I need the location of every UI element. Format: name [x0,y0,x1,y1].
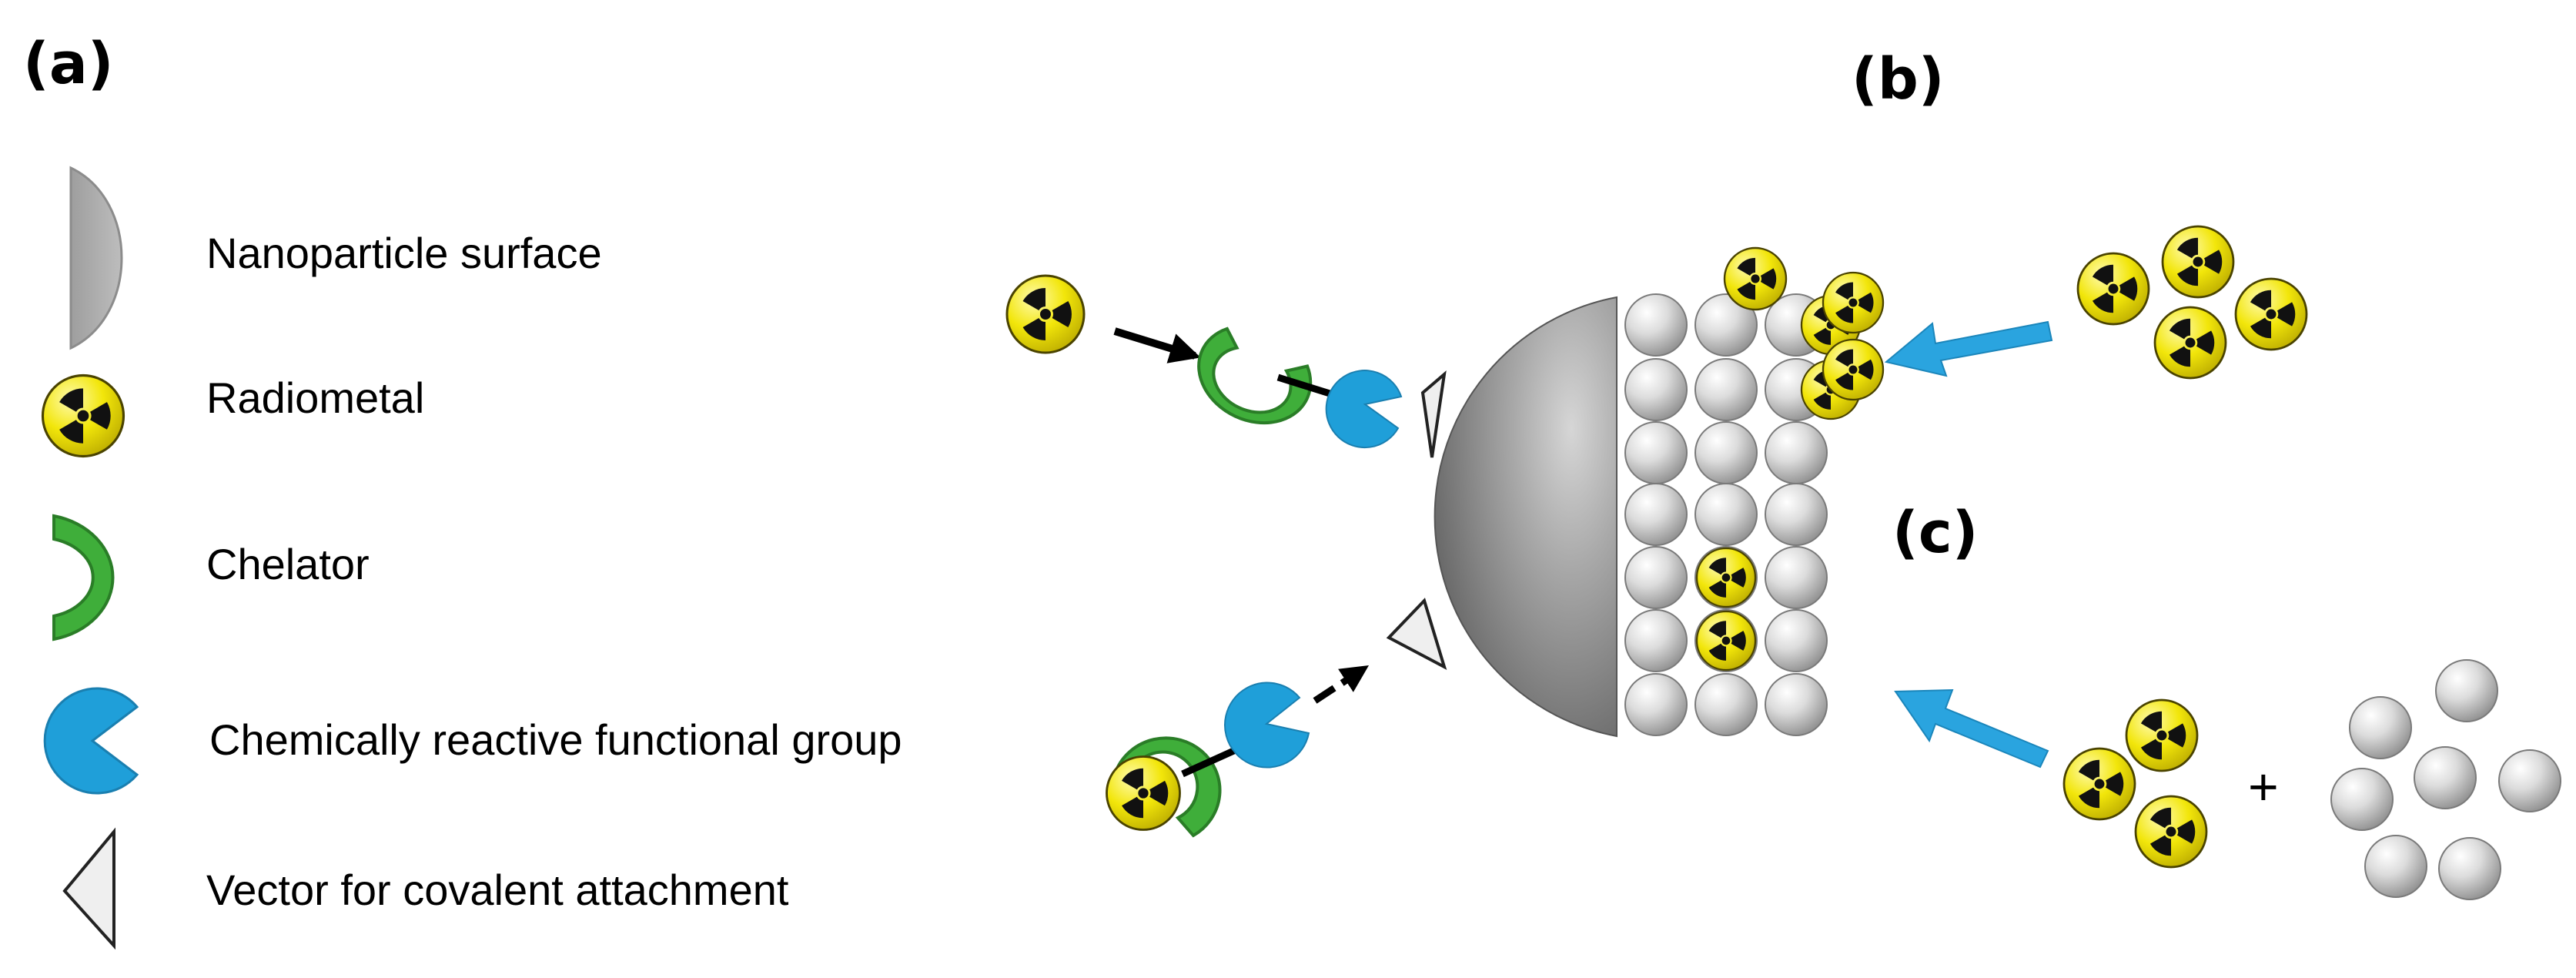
panel-c-group: + [1894,659,2561,900]
nanoparticle-surface-icon [69,166,123,350]
legend-label-vector: Vector for covalent attachment [206,866,789,914]
nanoparticle-hemisphere [1434,296,1618,738]
horseshoe-icon [52,514,115,641]
lattice-sphere [1624,293,1688,357]
sphere [2438,837,2501,900]
radiation-trefoil-icon [2125,698,2199,772]
arrow-to-chelator [1113,327,1201,363]
legend-label-functional-group: Chemically reactive functional group [209,715,902,764]
blue-arrow-b [1884,320,2053,377]
panel-label-a: (a) [23,31,114,97]
lattice-sphere [1694,358,1758,421]
lattice-sphere [1765,609,1828,672]
arrow-to-vector [1313,665,1370,704]
lattice-sphere [1694,421,1758,484]
legend-item-vector: Vector for covalent attachment [62,827,789,950]
lattice-sphere [1624,358,1688,421]
legend-label-radiometal: Radiometal [206,373,424,422]
lattice-sphere [1694,293,1758,357]
blue-arrow-c [1894,688,2049,769]
radiation-trefoil-icon [2134,795,2208,869]
sphere [2414,746,2477,809]
lattice-sphere [1624,421,1688,484]
nanoparticle-lattice [1624,293,1862,736]
lattice-sphere [1694,673,1758,736]
sphere [2349,696,2412,759]
triangle-icon [62,827,115,950]
sphere [2330,768,2394,831]
horseshoe-icon [1114,736,1222,838]
lattice-sphere [1624,609,1688,672]
nanoparticle [1434,296,1618,738]
legend-label-chelator: Chelator [206,540,370,588]
lower-conjugation-pathway [1106,598,1447,838]
horseshoe-icon [1197,327,1313,425]
triangle-icon [1420,370,1447,458]
radiation-trefoil-icon [1723,246,1788,311]
plus-sign: + [2248,758,2279,816]
panel-b-group [1723,225,2308,401]
radiation-trefoil-icon [2161,225,2235,299]
lattice-sphere [1624,673,1688,736]
radiation-trefoil-icon [1822,338,1885,401]
pacman-icon [1224,682,1310,769]
panel-label-c: (c) [1892,500,1979,566]
radiation-trefoil-icon [2234,277,2308,351]
radiation-trefoil-icon [1695,547,1757,608]
radiation-trefoil-icon [2062,747,2136,821]
radiation-trefoil-icon [2153,306,2227,380]
radiation-trefoil-icon [1106,755,1181,831]
triangle-icon [1386,598,1447,671]
legend-label-nanoparticle-surface: Nanoparticle surface [206,229,602,277]
sphere [2498,749,2561,812]
lattice-sphere [1694,483,1758,546]
lattice-sphere [1765,421,1828,484]
lattice-sphere [1624,483,1688,546]
radiation-trefoil-icon [1695,610,1757,672]
radiation-trefoil-icon [1005,274,1086,354]
sphere [2435,659,2498,722]
legend-item-nanoparticle-surface: Nanoparticle surface [69,166,602,350]
pacman-icon [1325,370,1403,449]
legend-item-chelator: Chelator [52,514,370,641]
radiation-trefoil-icon [1822,271,1885,334]
panel-label-b: (b) [1852,46,1945,112]
lattice-sphere [1765,483,1828,546]
legend-item-radiometal: Radiometal [41,373,424,458]
lattice-sphere [1765,546,1828,609]
sphere [2364,835,2427,898]
radiation-trefoil-icon [2076,252,2150,326]
legend: Nanoparticle surface Radiometal Chelator… [41,166,902,950]
pacman-icon [43,687,139,795]
precursor-spheres [2330,659,2561,900]
radiation-trefoil-icon [41,373,125,458]
lattice-sphere [1765,673,1828,736]
legend-item-functional-group: Chemically reactive functional group [43,687,902,795]
upper-conjugation-pathway [1005,274,1447,458]
lattice-sphere [1624,546,1688,609]
